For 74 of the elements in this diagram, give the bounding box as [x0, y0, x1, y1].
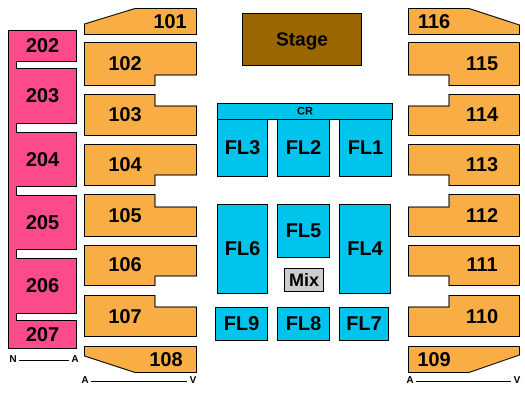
section-label: FL9 — [224, 314, 260, 334]
section-label: 116 — [418, 12, 450, 32]
mixing-desk-area — [284, 268, 324, 292]
section-label: 105 — [108, 206, 142, 226]
stage-label: Stage — [276, 30, 328, 49]
seating-section — [84, 295, 197, 337]
seating-section — [215, 307, 268, 341]
seating-section — [277, 307, 330, 341]
row-letter: A — [406, 376, 414, 386]
seating-section — [84, 194, 197, 237]
seating-section — [408, 144, 520, 186]
section-label: 113 — [466, 155, 498, 175]
seating-section — [408, 295, 520, 337]
section-label: FL6 — [224, 239, 260, 259]
section-label: 204 — [26, 150, 60, 170]
seating-section — [217, 204, 268, 294]
seating-section — [217, 103, 393, 120]
seating-section — [408, 42, 520, 86]
section-label: 102 — [108, 54, 142, 74]
row-letter: V — [514, 376, 520, 386]
section-label: 205 — [26, 212, 60, 232]
seating-section — [408, 346, 520, 373]
section-label: 101 — [153, 12, 187, 32]
seating-section — [339, 307, 389, 341]
seating-section — [8, 68, 77, 124]
section-label: FL2 — [286, 138, 322, 158]
seating-section — [217, 119, 268, 177]
seating-section — [84, 8, 197, 35]
seating-section — [84, 42, 197, 86]
section-label: CR — [297, 106, 313, 117]
section-label: 108 — [149, 350, 183, 370]
section-label: FL7 — [346, 314, 382, 334]
seating-section — [8, 320, 77, 349]
seating-section — [408, 194, 520, 237]
seating-section — [8, 258, 77, 314]
row-letter: V — [190, 376, 196, 386]
section-label: 104 — [108, 155, 142, 175]
seating-section — [84, 346, 197, 373]
seating-section — [339, 119, 392, 177]
seating-section — [84, 245, 197, 286]
section-label: 111 — [466, 255, 498, 275]
row-letter: A — [71, 355, 79, 365]
section-label: FL5 — [286, 221, 322, 241]
section-label: 112 — [466, 206, 498, 226]
section-label: 103 — [108, 105, 142, 125]
section-label: FL8 — [286, 314, 322, 334]
section-label: 107 — [108, 307, 142, 327]
section-label: 114 — [466, 105, 498, 125]
mix-label: Mix — [289, 271, 319, 289]
seating-section — [84, 144, 197, 186]
row-letter: N — [9, 355, 17, 365]
seating-section — [277, 204, 330, 258]
section-label: FL4 — [347, 239, 383, 259]
section-label: 106 — [108, 255, 142, 275]
section-label: 109 — [417, 350, 451, 370]
seating-section — [8, 132, 77, 187]
stage-area — [242, 13, 362, 66]
row-letter: A — [81, 376, 89, 386]
section-label: 206 — [26, 276, 60, 296]
seating-section — [8, 30, 77, 62]
seating-section — [277, 119, 330, 177]
seating-section — [408, 94, 520, 136]
seating-section — [8, 195, 77, 250]
section-label: 110 — [466, 307, 498, 327]
section-label: FL3 — [224, 138, 260, 158]
section-label: 115 — [466, 54, 498, 74]
seating-section — [408, 245, 520, 286]
seating-section — [84, 94, 197, 136]
section-label: 207 — [26, 324, 60, 344]
section-label: 203 — [26, 86, 60, 106]
seating-section — [339, 204, 391, 294]
section-label: FL1 — [348, 138, 384, 158]
section-label: 202 — [26, 36, 60, 56]
seating-section — [408, 8, 520, 35]
